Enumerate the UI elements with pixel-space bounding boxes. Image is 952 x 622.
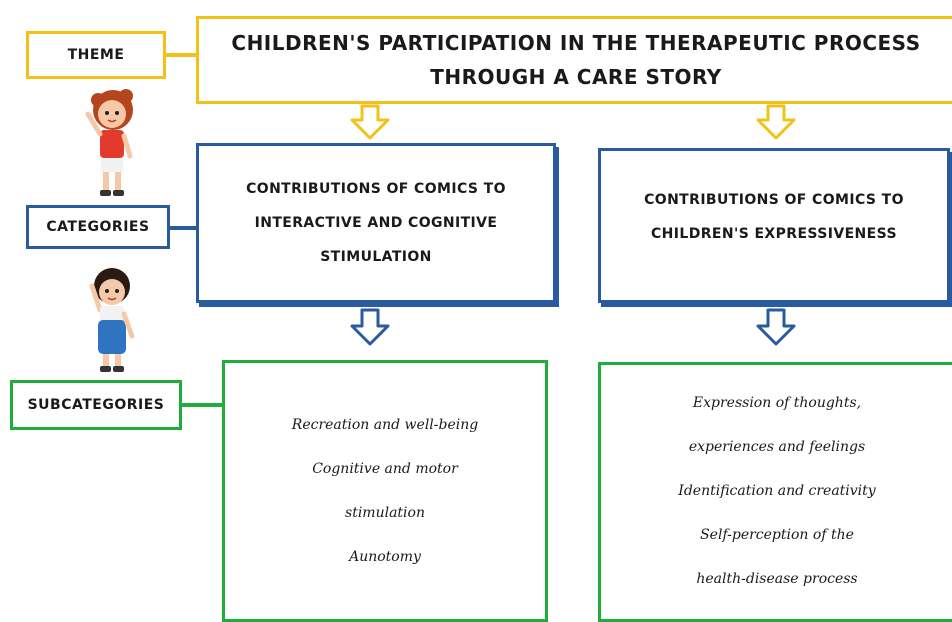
category-box-2: CONTRIBUTIONS OF COMICS TO CHILDREN'S EX… [598,148,950,303]
subcategory-2-item: Self-perception of the [700,527,854,543]
theme-box: CHILDREN'S PARTICIPATION IN THE THERAPEU… [196,16,952,104]
boy-figure-icon [85,89,133,196]
category-2-line1: CONTRIBUTIONS OF COMICS TO [644,191,904,208]
subcategory-2-item: health-disease process [696,571,858,587]
hollow-down-arrow-icon [756,308,796,346]
girl-figure-icon [89,268,135,372]
category-2-line2: CHILDREN'S EXPRESSIVENESS [651,225,897,242]
categories-label: CATEGORIES [46,219,150,235]
theme-label: THEME [67,47,125,63]
subcategory-box-1: Recreation and well-being Cognitive and … [222,360,548,622]
theme-label-box: THEME [26,31,166,79]
subcategories-label: SUBCATEGORIES [27,397,165,413]
subcategory-2-list: Expression of thoughts, experiences and … [678,381,875,601]
subcategory-1-item: Aunotomy [349,549,421,565]
theme-title-line2: THROUGH A CARE STORY [430,65,722,89]
subcategory-1-item: Cognitive and motor [312,461,458,477]
subcategory-1-list: Recreation and well-being Cognitive and … [292,403,478,579]
theme-title-line1: CHILDREN'S PARTICIPATION IN THE THERAPEU… [231,31,921,55]
category-1-line3: STIMULATION [320,249,432,265]
category-1-line2: INTERACTIVE AND COGNITIVE [254,215,498,231]
subcategory-2-item: Identification and creativity [678,483,876,499]
hollow-down-arrow-icon [350,104,390,140]
theme-connector [166,53,196,57]
subcategory-2-item: Expression of thoughts, [692,395,862,411]
category-1-line1: CONTRIBUTIONS OF COMICS TO [246,181,506,197]
categories-connector [170,226,196,230]
subcategory-box-2: Expression of thoughts, experiences and … [598,362,952,622]
subcategory-2-item: experiences and feelings [688,439,866,455]
hollow-down-arrow-icon [756,104,796,140]
subcategory-1-item: stimulation [345,505,425,521]
categories-label-box: CATEGORIES [26,205,170,249]
subcategories-label-box: SUBCATEGORIES [10,380,182,430]
category-box-1: CONTRIBUTIONS OF COMICS TO INTERACTIVE A… [196,143,556,303]
subcategory-1-item: Recreation and well-being [291,417,479,433]
hollow-down-arrow-icon [350,308,390,346]
subcategories-connector [182,403,222,407]
